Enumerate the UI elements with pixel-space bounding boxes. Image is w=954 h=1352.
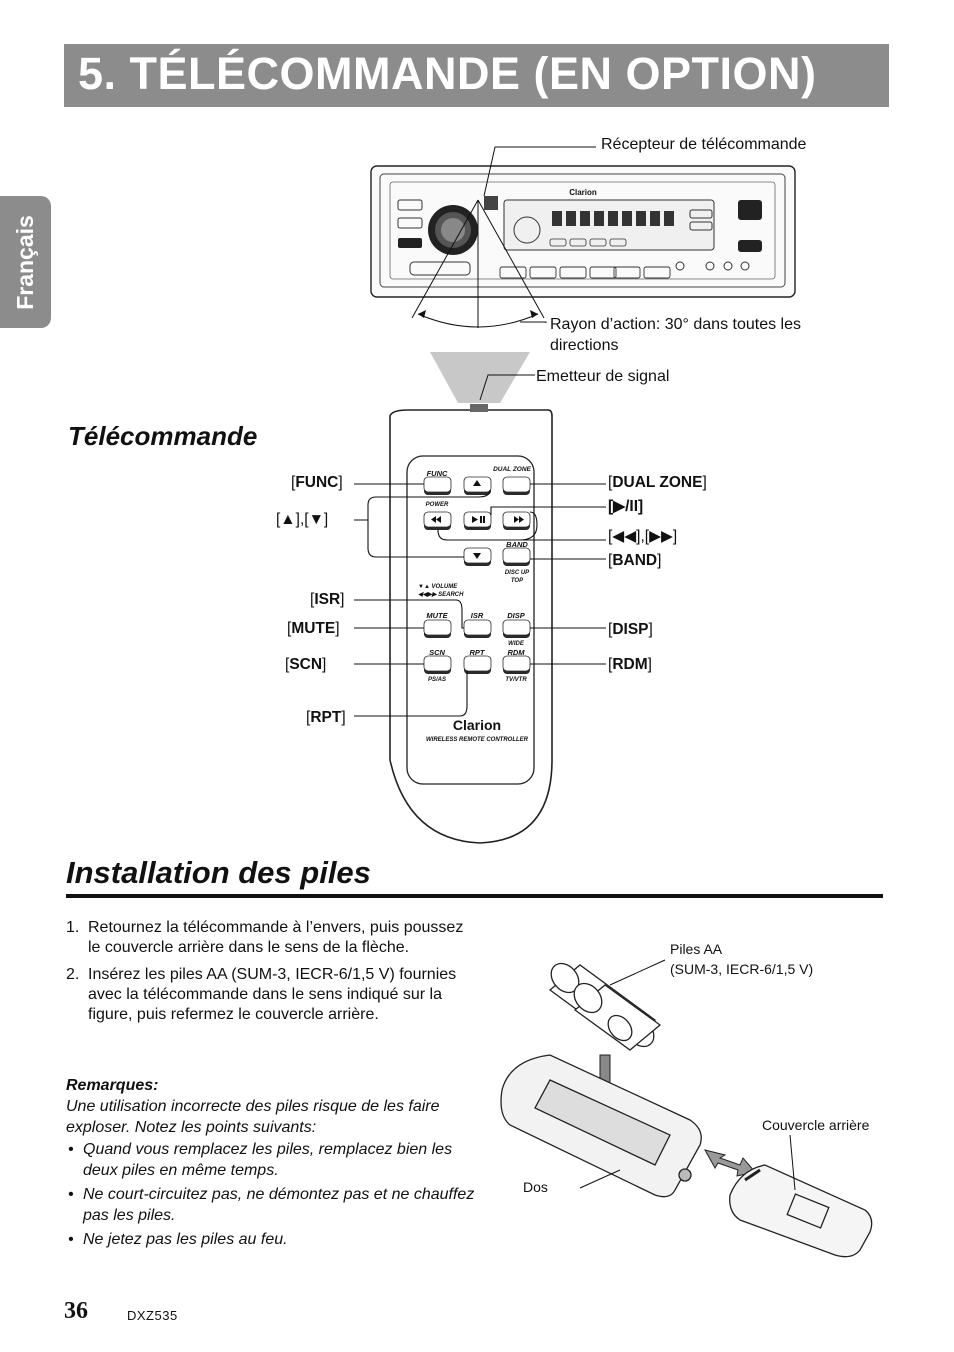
remote-psas-label: PS/AS	[428, 677, 446, 683]
signal-cone	[430, 352, 530, 403]
callout-dual-zone: [DUAL ZONE]	[608, 474, 707, 491]
receiver-leader	[483, 146, 596, 197]
remote-brand: Clarion	[453, 717, 501, 733]
remote-volume-label: ▼▲ VOLUME	[418, 584, 458, 590]
battery-notes: Remarques: Une utilisation incorrecte de…	[66, 1075, 484, 1253]
callout-mute: [MUTE]	[287, 620, 340, 637]
battery-figure	[500, 959, 873, 1258]
callout-seek: [◀◀],[▶▶]	[608, 528, 678, 545]
notes-intro: Une utilisation incorrecte des piles ris…	[66, 1098, 440, 1136]
callout-disp: [DISP]	[608, 621, 653, 638]
callout-up-down: [▲],[▼]	[276, 511, 329, 528]
remote-search-label: ◀◀▶▶ SEARCH	[418, 591, 464, 598]
step-item: 1.Retournez la télécommande à l’envers, …	[66, 919, 464, 956]
remote-power-label: POWER	[426, 502, 449, 508]
range-label: Rayon d’action: 30° dans toutes les dire…	[550, 316, 801, 354]
remote-mute-label: MUTE	[426, 611, 448, 620]
remote-back-drawing	[500, 1054, 702, 1198]
callout-rpt: [RPT]	[306, 709, 346, 726]
range-lines	[411, 199, 547, 328]
callout-rdm: [RDM]	[608, 656, 652, 673]
section-divider	[66, 894, 883, 898]
remote-wide-label: WIDE	[508, 641, 525, 647]
remote-dual-zone-label: DUAL ZONE	[493, 466, 531, 473]
battery-steps: 1.Retournez la télécommande à l’envers, …	[66, 918, 478, 1032]
step-item: 2.Insérez les piles AA (SUM-3, IECR-6/1,…	[66, 966, 457, 1023]
head-unit-brand: Clarion	[569, 188, 597, 197]
batteries-label-1: Piles AA	[670, 941, 723, 957]
page-number: 36	[64, 1298, 88, 1324]
remote-rpt-label: RPT	[470, 648, 486, 657]
batteries-drawing	[548, 962, 662, 1051]
back-label: Dos	[523, 1179, 548, 1195]
remote-band-label: BAND	[506, 540, 528, 549]
emitter-leader	[479, 374, 535, 401]
callout-band: [BAND]	[608, 552, 662, 569]
callout-lines	[354, 483, 606, 717]
callout-play-pause: [▶/II]	[608, 498, 644, 515]
receiver-label: Récepteur de télécommande	[601, 136, 807, 153]
note-item: •Ne court-circuitez pas, ne démontez pas…	[68, 1186, 475, 1224]
remote-rdm-label: RDM	[507, 648, 525, 657]
remote-top-label: TOP	[511, 578, 524, 584]
callout-func: [FUNC]	[291, 474, 343, 491]
back-cover-drawing	[729, 1164, 873, 1258]
callout-isr: [ISR]	[310, 591, 345, 608]
remote-tvvtr-label: TV/VTR	[505, 677, 527, 683]
remote-disc-up-label: DISC UP	[505, 570, 530, 576]
battery-section-title: Installation des piles	[66, 855, 371, 890]
model-number: DXZ535	[127, 1308, 178, 1323]
batteries-label-2: (SUM-3, IECR-6/1,5 V)	[670, 961, 814, 977]
head-unit-drawing: Clarion	[370, 165, 796, 298]
notes-title: Remarques:	[66, 1077, 159, 1094]
remote-drawing: FUNC DUAL ZONE POWER BAND DISC UP TOP ▼▲…	[389, 404, 553, 844]
remote-scn-label: SCN	[429, 648, 445, 657]
page-title: 5. TÉLÉCOMMANDE (EN OPTION)	[78, 48, 817, 99]
language-tab: Français	[0, 196, 51, 328]
callout-scn: [SCN]	[285, 656, 327, 673]
remote-illustration: Clarion	[354, 146, 796, 844]
title-banner: 5. TÉLÉCOMMANDE (EN OPTION)	[64, 44, 889, 107]
note-item: •Ne jetez pas les piles au feu.	[68, 1231, 288, 1248]
emitter-label: Emetteur de signal	[536, 368, 670, 385]
remote-section-title: Télécommande	[68, 421, 258, 451]
remote-isr-label: ISR	[471, 611, 484, 620]
remote-disp-label: DISP	[507, 611, 526, 620]
remote-caption: WIRELESS REMOTE CONTROLLER	[426, 737, 529, 743]
cover-label: Couvercle arrière	[762, 1117, 870, 1133]
note-item: •Quand vous remplacez les piles, remplac…	[68, 1141, 453, 1179]
remote-func-label: FUNC	[427, 469, 448, 478]
